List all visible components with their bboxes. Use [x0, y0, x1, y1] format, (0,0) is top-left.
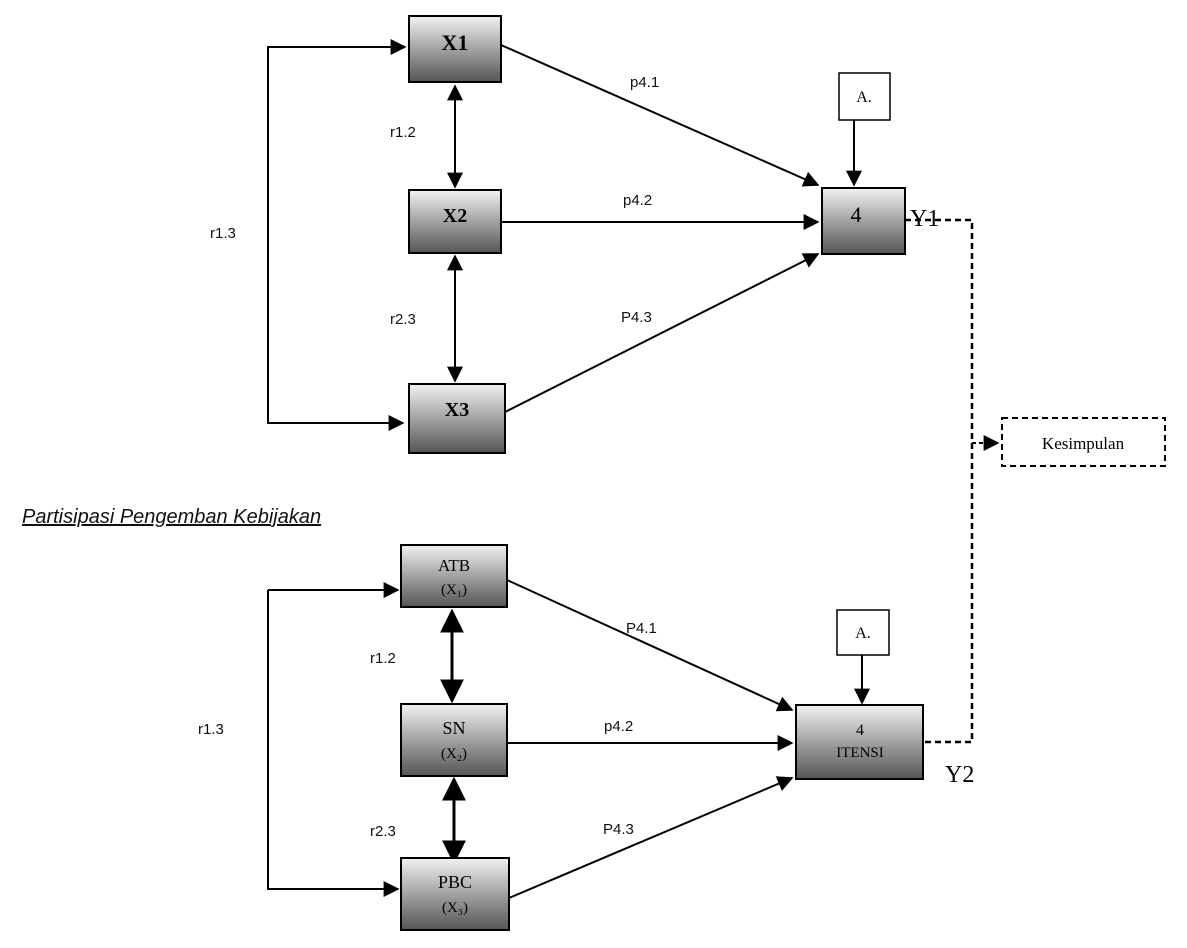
bottom-node-error-label: A. — [855, 625, 871, 642]
bottom-node-sn: SN (X₂) — [400, 703, 508, 777]
bottom-label-r23: r2.3 — [370, 823, 396, 840]
bottom-node-atb-sub: (X₁) — [441, 582, 467, 598]
bottom-label-p43: P4.3 — [603, 821, 634, 838]
top-node-x1: X1 — [408, 15, 502, 83]
conclusion-node: Kesimpulan — [1001, 417, 1166, 467]
top-p41-arrow — [500, 44, 820, 187]
bottom-node-sn-label: SN — [442, 718, 465, 738]
bottom-label-r12: r1.2 — [370, 650, 396, 667]
bottom-node-atb: ATB (X₁) — [400, 544, 508, 608]
top-node-x1-label: X1 — [442, 30, 469, 55]
top-node-error: A. — [838, 72, 891, 121]
top-node-error-label: A. — [856, 89, 872, 106]
top-node-y: 4 — [821, 187, 906, 255]
bottom-label-p42: p4.2 — [604, 718, 633, 735]
bottom-p41-arrow — [506, 579, 794, 712]
bottom-node-error: A. — [836, 609, 890, 656]
bottom-label-y2: Y2 — [945, 762, 974, 788]
bottom-label-p41: P4.1 — [626, 620, 657, 637]
top-node-x3-label: X3 — [445, 399, 469, 421]
bottom-r13-connector — [267, 590, 400, 897]
bottom-label-r13: r1.3 — [198, 721, 224, 738]
bottom-node-y-sub: ITENSI — [836, 745, 884, 761]
top-label-y1: Y1 — [910, 206, 939, 232]
bottom-node-pbc-label: PBC — [438, 872, 472, 892]
bottom-node-sn-sub: (X₂) — [441, 746, 467, 762]
top-label-p41: p4.1 — [630, 74, 659, 91]
top-label-r13: r1.3 — [210, 225, 236, 242]
bottom-node-pbc-sub: (X₃) — [442, 900, 468, 916]
top-label-r12: r1.2 — [390, 124, 416, 141]
section-title: Partisipasi Pengemban Kebijakan — [22, 506, 322, 528]
bottom-node-pbc: PBC (X₃) — [400, 857, 510, 931]
top-node-y-label: 4 — [851, 202, 862, 227]
top-label-p43: P4.3 — [621, 309, 652, 326]
conclusion-dashed-connector — [905, 218, 974, 742]
top-p43-arrow — [504, 253, 820, 413]
bottom-p43-arrow — [508, 776, 794, 899]
bottom-node-y-label: 4 — [856, 722, 864, 739]
bottom-node-y: 4 ITENSI — [795, 704, 924, 780]
conclusion-label: Kesimpulan — [1042, 434, 1125, 453]
top-label-p42: p4.2 — [623, 192, 652, 209]
top-node-x2: X2 — [408, 189, 502, 254]
top-label-r23: r2.3 — [390, 311, 416, 328]
top-node-x3: X3 — [408, 383, 506, 454]
top-r13-connector — [267, 46, 405, 431]
top-node-x2-label: X2 — [443, 205, 467, 227]
bottom-node-atb-label: ATB — [438, 556, 470, 575]
